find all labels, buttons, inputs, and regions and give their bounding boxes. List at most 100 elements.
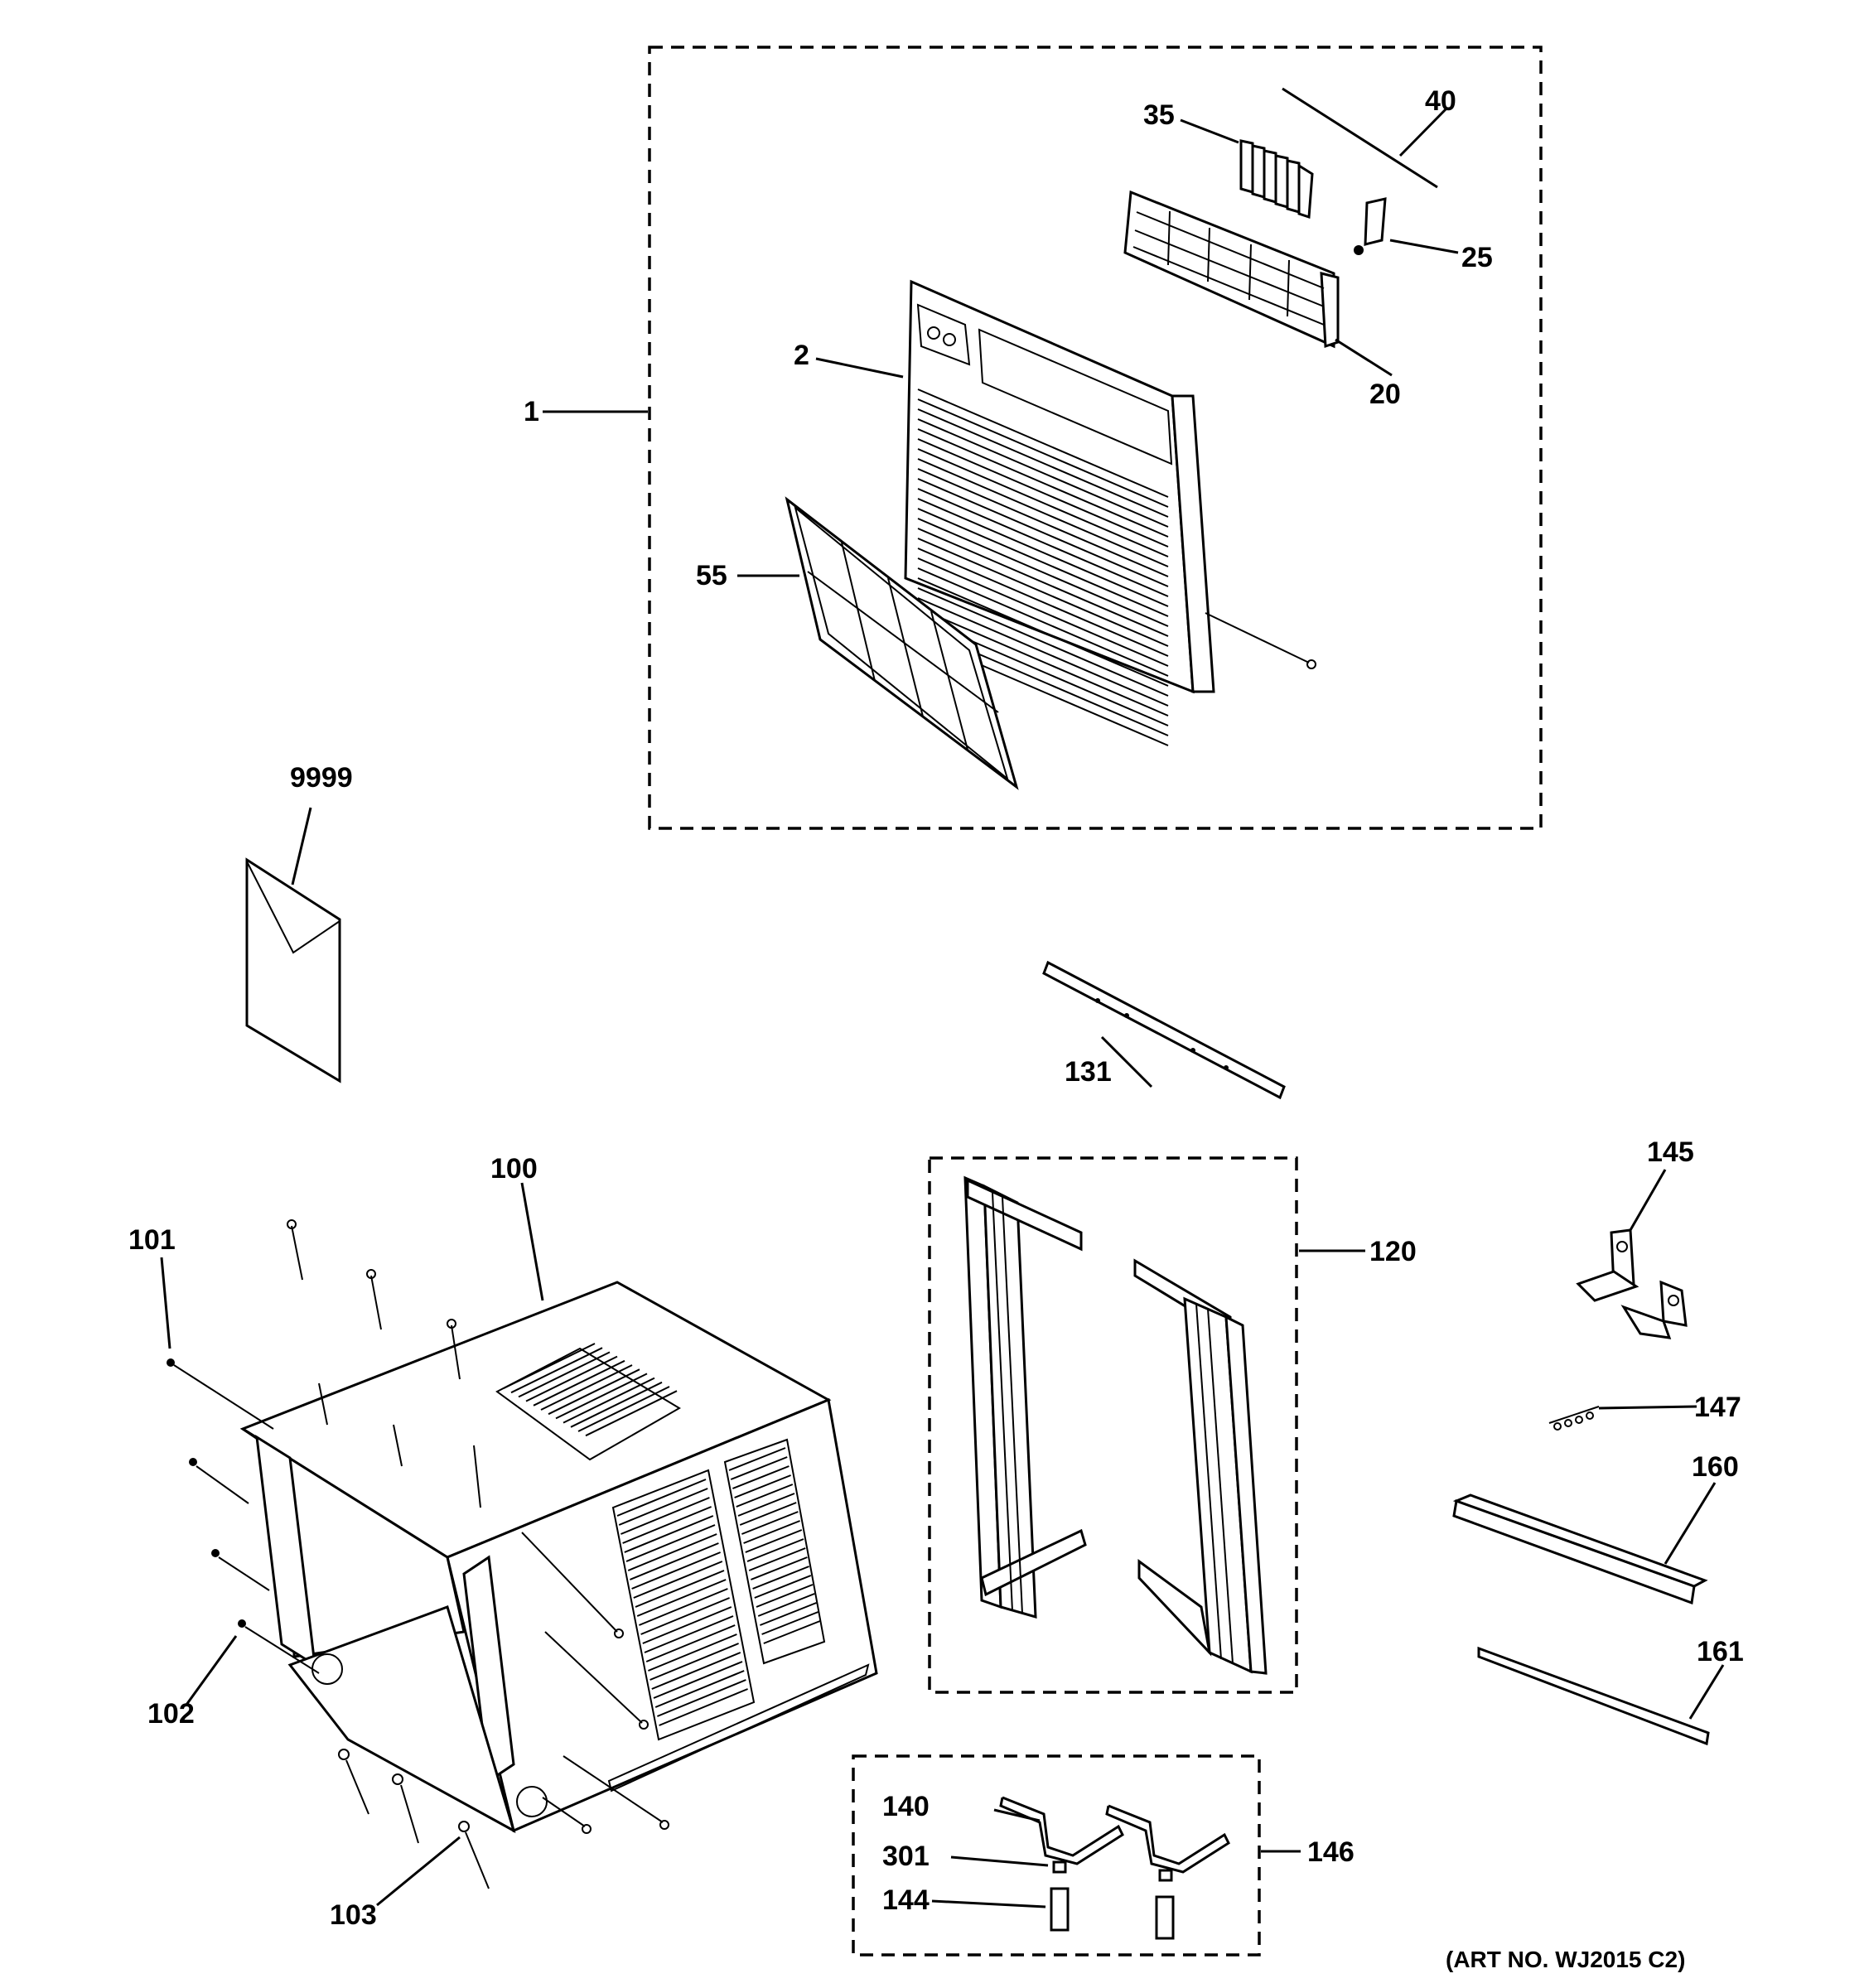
side-vent-slot [650, 1643, 739, 1681]
grille-slot [917, 528, 1169, 637]
grille-slot [917, 438, 1169, 548]
grille-slot [917, 468, 1169, 577]
side-vent-slot [633, 1561, 723, 1599]
side-vent-slot [618, 1488, 708, 1526]
side-vent-slot [648, 1633, 737, 1672]
grille-slot [917, 607, 1169, 717]
side-vent-slot [642, 1606, 732, 1644]
grille-slot [917, 398, 1169, 508]
callout-144: 144 [882, 1884, 930, 1916]
grille-slot [917, 557, 1169, 667]
top-vent-slot [540, 1364, 633, 1411]
callout-55: 55 [696, 560, 727, 591]
side-vent-slot [756, 1584, 814, 1608]
bracket-screws [1548, 1406, 1600, 1431]
air-vanes [1239, 139, 1314, 220]
art-number: (ART NO. WJ2015 C2) [1446, 1947, 1685, 1972]
callout-40: 40 [1425, 85, 1456, 117]
grille-slot [917, 597, 1169, 707]
callout-160: 160 [1692, 1451, 1739, 1483]
side-vent-slot [728, 1447, 786, 1471]
air-filter [785, 496, 1019, 790]
top-vent-slot [518, 1351, 611, 1398]
side-vent-slot [631, 1551, 721, 1590]
foam-seal [1452, 1493, 1708, 1605]
side-vent-slot [625, 1524, 716, 1562]
top-vent-slot [570, 1381, 663, 1428]
grille-slot [917, 538, 1169, 647]
side-vent-slot [743, 1520, 800, 1544]
support-brackets [999, 1796, 1230, 1940]
side-vent-slot [741, 1511, 799, 1535]
callout-140: 140 [882, 1791, 930, 1822]
side-vent-slot [630, 1542, 719, 1580]
side-vent-slot [622, 1506, 712, 1544]
grille-slot [917, 498, 1169, 607]
grille-slot [917, 518, 1169, 627]
cabinet-screws [287, 1219, 669, 1889]
side-vent-slot [732, 1465, 790, 1489]
callout-25: 25 [1461, 242, 1493, 273]
grille-slot [917, 587, 1169, 697]
top-rail [1042, 960, 1286, 1100]
side-vent-slot [644, 1615, 734, 1653]
side-vent-slot [651, 1652, 741, 1690]
side-vent-slot [639, 1588, 728, 1626]
side-vent-slot [654, 1670, 745, 1708]
side-vent-slot [751, 1556, 808, 1580]
mounting-brackets [1576, 1228, 1688, 1339]
callout-120: 120 [1369, 1236, 1417, 1267]
grille-slot [917, 418, 1169, 528]
top-vent-slot [563, 1377, 655, 1424]
cabinet-wrapper [239, 1281, 878, 1834]
top-vent-slot [510, 1347, 603, 1394]
callout-103: 103 [330, 1899, 377, 1931]
side-vent-slot [754, 1575, 812, 1599]
front-grille-panel [904, 279, 1215, 746]
side-vent-slot [627, 1533, 717, 1571]
louver-frame [1123, 190, 1340, 349]
side-vent-slot [636, 1579, 727, 1617]
grille-slot [917, 408, 1169, 518]
grille-slot [917, 488, 1169, 597]
side-curtain-group-outline [928, 1156, 1298, 1694]
callout-161: 161 [1697, 1636, 1744, 1667]
callout-2: 2 [794, 340, 809, 371]
top-vent-slot [585, 1390, 678, 1437]
right-side-curtain [1133, 1258, 1268, 1675]
grille-slot [917, 448, 1169, 557]
side-vent-slot [748, 1547, 806, 1571]
callout-101: 101 [128, 1224, 176, 1256]
side-vent-slot [635, 1570, 725, 1608]
callout-131: 131 [1065, 1056, 1112, 1088]
callout-1: 1 [524, 396, 539, 427]
callout-9999: 9999 [290, 762, 353, 794]
callout-102: 102 [147, 1698, 195, 1730]
connecting-rod [1282, 87, 1438, 189]
callout-147: 147 [1694, 1392, 1741, 1423]
side-vent-slot [763, 1620, 821, 1644]
grille-screw [1205, 612, 1316, 669]
callout-35: 35 [1143, 99, 1175, 131]
side-vent-slot [734, 1474, 791, 1498]
callout-145: 145 [1647, 1136, 1694, 1168]
callout-301: 301 [882, 1841, 930, 1872]
side-vent-slot [659, 1688, 748, 1726]
grille-slot [917, 577, 1169, 687]
top-vent-slot [548, 1368, 640, 1416]
top-vent-slot [533, 1359, 625, 1407]
side-vent-slot [736, 1484, 794, 1508]
grille-slot [917, 567, 1169, 677]
side-screws [167, 1358, 320, 1674]
grille-slot [917, 428, 1169, 538]
side-vent-slot [621, 1497, 710, 1535]
owner-manual [245, 857, 341, 1083]
side-vent-slot [730, 1456, 788, 1480]
callout-146: 146 [1307, 1836, 1355, 1868]
top-vent-slot [525, 1355, 618, 1402]
grille-slot [917, 478, 1169, 587]
side-vent-slot [757, 1593, 815, 1617]
side-vent-slot [745, 1529, 803, 1553]
grille-slot [917, 388, 1169, 498]
